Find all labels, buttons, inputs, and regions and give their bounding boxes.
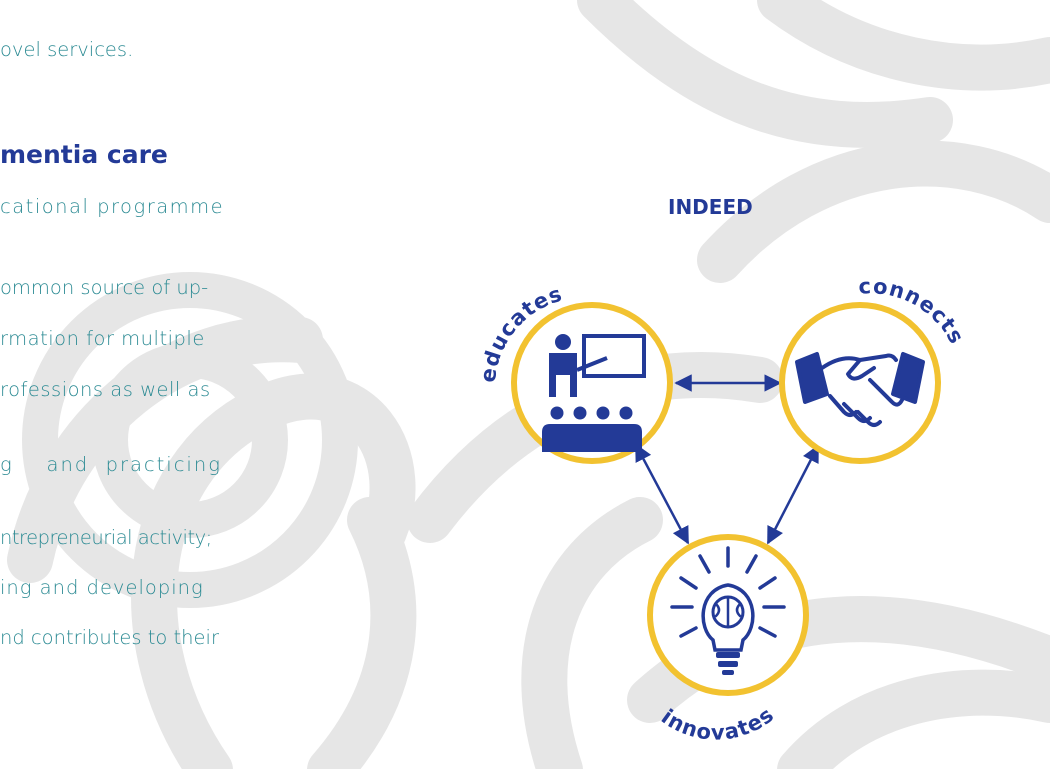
teacher-classroom-icon xyxy=(542,334,646,452)
node-innovates: innovates xyxy=(647,534,809,745)
arrow-connects-innovates xyxy=(766,444,820,545)
body-text-line-7: ntrepreneurial activity; xyxy=(0,526,212,549)
body-text-line-4: rmation for multiple xyxy=(0,327,205,350)
body-text-line-2: cational programme xyxy=(0,195,225,218)
lightbulb-brain-icon xyxy=(670,546,786,675)
node-connects: connects xyxy=(779,274,968,464)
arrow-educates-innovates xyxy=(634,443,690,545)
section-heading: mentia care xyxy=(0,140,168,169)
innovates-label: innovates xyxy=(657,702,779,745)
body-text-line-3: ommon source of up- xyxy=(0,276,209,299)
body-text-line-6: g and practicing xyxy=(0,453,222,476)
node-educates: educates xyxy=(476,282,673,464)
body-text-line-5: rofessions as well as xyxy=(0,378,211,401)
handshake-icon xyxy=(795,352,925,427)
diagram-title: INDEED xyxy=(668,195,753,219)
body-text-line-9: nd contributes to their xyxy=(0,626,219,649)
body-text-line-8: ing and developing xyxy=(0,576,204,599)
body-text-line-1: ovel services. xyxy=(0,38,134,61)
